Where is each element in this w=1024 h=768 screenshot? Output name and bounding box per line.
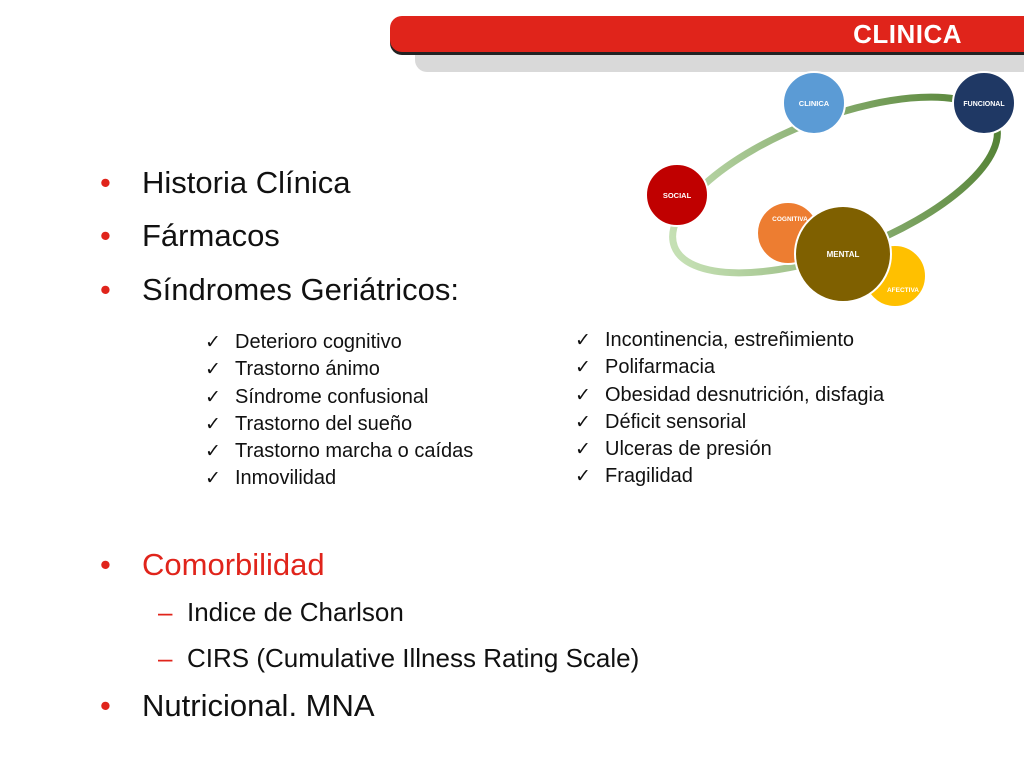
sub-item-charlson: –Indice de Charlson <box>158 597 404 628</box>
check-icon: ✓ <box>205 386 221 408</box>
node-funcional-label: FUNCIONAL <box>963 101 1005 108</box>
bullet-historia-clinica: • Historia Clínica <box>100 165 350 201</box>
bullet-dot: • <box>100 165 111 200</box>
check-icon: ✓ <box>575 439 591 461</box>
list-item: ✓Déficit sensorial <box>575 409 884 436</box>
list-item: ✓Fragilidad <box>575 463 884 490</box>
check-icon: ✓ <box>575 411 591 433</box>
bullet-text: Nutricional. MNA <box>142 688 375 723</box>
list-item: ✓Obesidad desnutrición, disfagia <box>575 382 884 409</box>
list-item: ✓Ulceras de presión <box>575 436 884 463</box>
check-icon: ✓ <box>205 413 221 435</box>
check-icon: ✓ <box>205 441 221 463</box>
check-icon: ✓ <box>205 359 221 381</box>
bullet-dot: • <box>100 272 111 307</box>
dash-marker: – <box>158 597 173 627</box>
node-mental-label: MENTAL <box>827 250 860 259</box>
list-item: ✓Trastorno marcha o caídas <box>205 438 473 465</box>
bullet-text: Historia Clínica <box>142 165 351 200</box>
list-item: ✓Trastorno del sueño <box>205 411 473 438</box>
bullet-text: Fármacos <box>142 218 280 253</box>
bullet-text: Comorbilidad <box>142 547 325 582</box>
list-item: ✓Incontinencia, estreñimiento <box>575 327 884 354</box>
node-funcional: FUNCIONAL <box>952 71 1016 135</box>
node-cognitiva-label: COGNITIVA <box>772 216 808 223</box>
list-item: ✓Deterioro cognitivo <box>205 329 473 356</box>
bullet-sindromes: • Síndromes Geriátricos: <box>100 272 459 308</box>
node-mental: MENTAL <box>794 205 892 303</box>
bullet-text: Síndromes Geriátricos: <box>142 272 459 307</box>
node-social-label: SOCIAL <box>663 191 692 200</box>
bullet-comorbilidad: • Comorbilidad <box>100 547 325 583</box>
list-item: ✓Síndrome confusional <box>205 384 473 411</box>
check-icon: ✓ <box>205 468 221 490</box>
header-bar <box>390 16 1024 52</box>
node-social: SOCIAL <box>645 163 709 227</box>
bullet-dot: • <box>100 688 111 723</box>
bullet-nutricional: • Nutricional. MNA <box>100 688 375 724</box>
list-item: ✓Inmovilidad <box>205 465 473 492</box>
check-icon: ✓ <box>575 330 591 351</box>
node-afectiva-label: AFECTIVA <box>887 287 919 294</box>
sub-item-text: CIRS (Cumulative Illness Rating Scale) <box>187 643 640 673</box>
check-icon: ✓ <box>575 357 591 379</box>
checklist-right: ✓Incontinencia, estreñimiento ✓Polifarma… <box>575 327 884 491</box>
list-item: ✓Polifarmacia <box>575 354 884 381</box>
node-clinica: CLINICA <box>782 71 846 135</box>
check-icon: ✓ <box>575 466 591 488</box>
bullet-dot: • <box>100 218 111 253</box>
slide-title: CLINICA <box>853 19 962 49</box>
check-icon: ✓ <box>575 384 591 406</box>
dash-marker: – <box>158 643 173 673</box>
bullet-farmacos: • Fármacos <box>100 218 280 254</box>
sub-item-cirs: –CIRS (Cumulative Illness Rating Scale) <box>158 643 639 674</box>
list-item: ✓Trastorno ánimo <box>205 356 473 383</box>
sub-item-text: Indice de Charlson <box>187 597 404 627</box>
check-icon: ✓ <box>205 332 221 353</box>
node-clinica-label: CLINICA <box>799 99 830 108</box>
checklist-left: ✓Deterioro cognitivo ✓Trastorno ánimo ✓S… <box>205 329 473 493</box>
bullet-dot: • <box>100 547 111 582</box>
